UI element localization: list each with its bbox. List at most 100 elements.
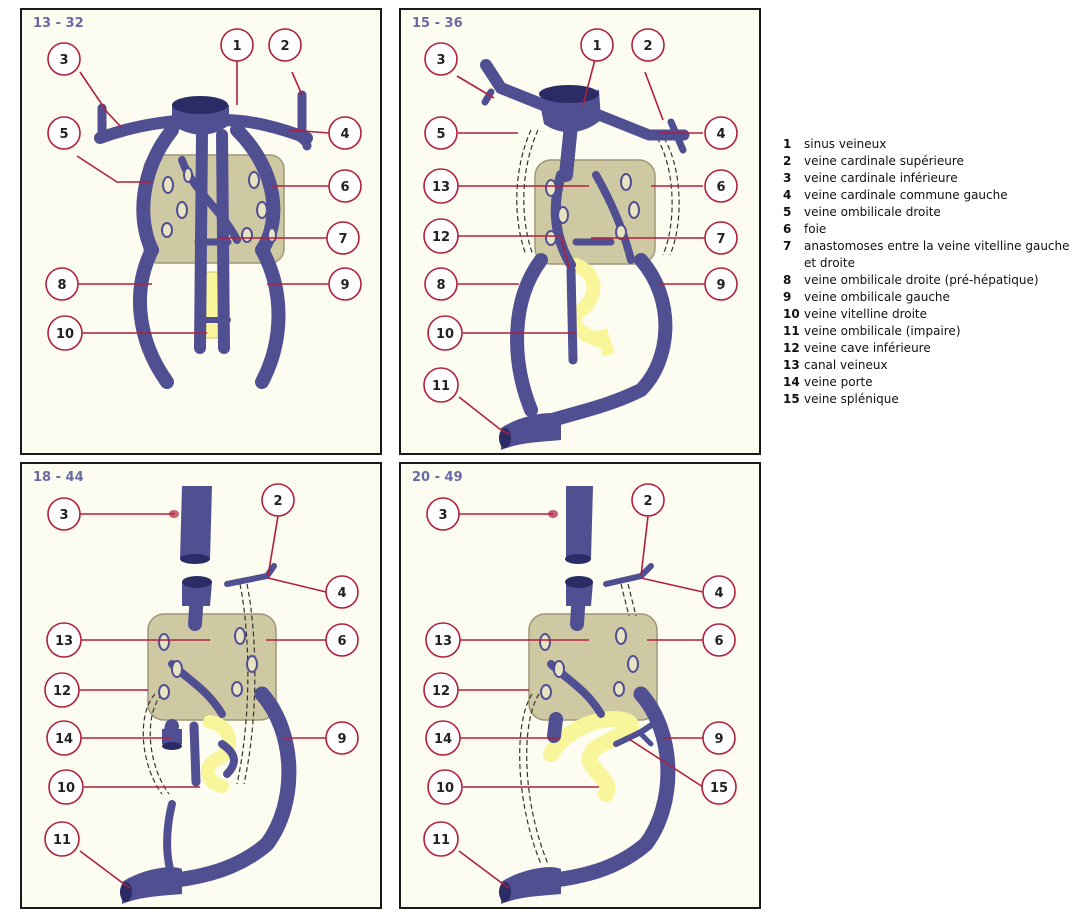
legend-text: veine porte (804, 374, 1083, 391)
callout-10: 10 (428, 770, 462, 804)
legend-item: 2veine cardinale supérieure (783, 153, 1083, 170)
callout-2: 2 (262, 484, 294, 516)
umbilical-trunk (501, 867, 561, 904)
legend-text: veine cardinale commune gauche (804, 187, 1083, 204)
svg-text:3: 3 (59, 53, 68, 68)
diagram-panel-18-44: 18 - 44 (20, 462, 382, 909)
legend-text: veine vitelline droite (804, 306, 1083, 323)
callout-7: 7 (327, 222, 359, 254)
vitelline-yellow (575, 265, 599, 340)
svg-text:7: 7 (716, 232, 725, 247)
svg-text:4: 4 (716, 127, 725, 142)
callout-10: 10 (428, 316, 462, 350)
legend-number: 12 (783, 340, 804, 357)
callout-2: 2 (632, 484, 664, 516)
svg-text:13: 13 (434, 634, 452, 649)
svg-text:12: 12 (432, 230, 450, 245)
callout-5: 5 (48, 117, 80, 149)
svg-text:13: 13 (55, 634, 73, 649)
callout-3: 3 (427, 498, 459, 530)
callout-6: 6 (329, 170, 361, 202)
svg-text:15: 15 (710, 781, 728, 796)
legend-number: 4 (783, 187, 804, 204)
diagram-panel-13-32: 13 - 32 (20, 8, 382, 455)
legend-text: veine ombilicale (impaire) (804, 323, 1083, 340)
legend-text: veine cardinale supérieure (804, 153, 1083, 170)
umbilical-8 (517, 260, 541, 410)
callout-6: 6 (326, 624, 358, 656)
svg-text:10: 10 (436, 327, 454, 342)
callout-3: 3 (48, 498, 80, 530)
callout-8: 8 (46, 268, 78, 300)
callout-12: 12 (424, 673, 458, 707)
svg-text:1: 1 (592, 39, 601, 54)
svg-text:9: 9 (337, 732, 346, 747)
callout-13: 13 (424, 169, 458, 203)
svg-text:14: 14 (55, 732, 73, 747)
legend-number: 2 (783, 153, 804, 170)
umbilical-trunk (122, 867, 182, 904)
legend-number: 8 (783, 272, 804, 289)
legend-number: 14 (783, 374, 804, 391)
svg-text:13: 13 (432, 180, 450, 195)
cardinal-2-stub (227, 566, 274, 584)
vein-diagram-18-44: 2 3 4 13 6 12 14 9 10 11 (22, 464, 380, 907)
svg-text:4: 4 (714, 586, 723, 601)
umbilical-8 (140, 250, 167, 382)
svg-text:4: 4 (337, 586, 346, 601)
callout-9: 9 (705, 268, 737, 300)
legend-text: veine cave inférieure (804, 340, 1083, 357)
svg-text:4: 4 (340, 127, 349, 142)
svg-text:6: 6 (337, 634, 346, 649)
callout-11: 11 (45, 822, 79, 856)
legend-text: veine ombilicale gauche (804, 289, 1083, 306)
legend-item: 5veine ombilicale droite (783, 204, 1083, 221)
portal-vein (554, 719, 556, 736)
svg-text:10: 10 (436, 781, 454, 796)
callout-13: 13 (426, 623, 460, 657)
svg-text:11: 11 (432, 833, 450, 848)
legend-number: 5 (783, 204, 804, 221)
legend-text: veine cardinale inférieure (804, 170, 1083, 187)
callout-9: 9 (326, 722, 358, 754)
callout-13: 13 (47, 623, 81, 657)
callout-12: 12 (45, 673, 79, 707)
svg-text:9: 9 (714, 732, 723, 747)
legend-item: 9veine ombilicale gauche (783, 289, 1083, 306)
legend-item: 14veine porte (783, 374, 1083, 391)
callout-4: 4 (705, 117, 737, 149)
svg-text:2: 2 (273, 494, 282, 509)
legend: 1sinus veineux 2veine cardinale supérieu… (783, 136, 1083, 408)
vitelline-10 (194, 726, 196, 782)
inferior-cardinal-vein (180, 486, 212, 559)
svg-text:6: 6 (714, 634, 723, 649)
legend-number: 13 (783, 357, 804, 374)
callout-3: 3 (48, 43, 80, 75)
inferior-cardinal-vein (566, 486, 593, 559)
umbilical-trunk (501, 413, 561, 450)
legend-number: 7 (783, 238, 804, 272)
legend-text: anastomoses entre la veine vitelline gau… (804, 238, 1083, 272)
legend-number: 1 (783, 136, 804, 153)
svg-text:9: 9 (716, 278, 725, 293)
sinus-venosus-opening (172, 96, 228, 114)
callout-6: 6 (703, 624, 735, 656)
legend-item: 10veine vitelline droite (783, 306, 1083, 323)
svg-text:2: 2 (280, 39, 289, 54)
callout-12: 12 (424, 219, 458, 253)
svg-text:2: 2 (643, 39, 652, 54)
callout-7: 7 (705, 222, 737, 254)
ductus-venosus (566, 125, 571, 175)
svg-text:3: 3 (59, 508, 68, 523)
callout-2: 2 (632, 29, 664, 61)
callout-4: 4 (329, 117, 361, 149)
svg-text:5: 5 (436, 127, 445, 142)
svg-text:2: 2 (643, 494, 652, 509)
legend-text: veine ombilicale droite (pré-hépatique) (804, 272, 1083, 289)
callout-5: 5 (425, 117, 457, 149)
vitelline-yellow (551, 719, 631, 794)
svg-text:1: 1 (232, 39, 241, 54)
